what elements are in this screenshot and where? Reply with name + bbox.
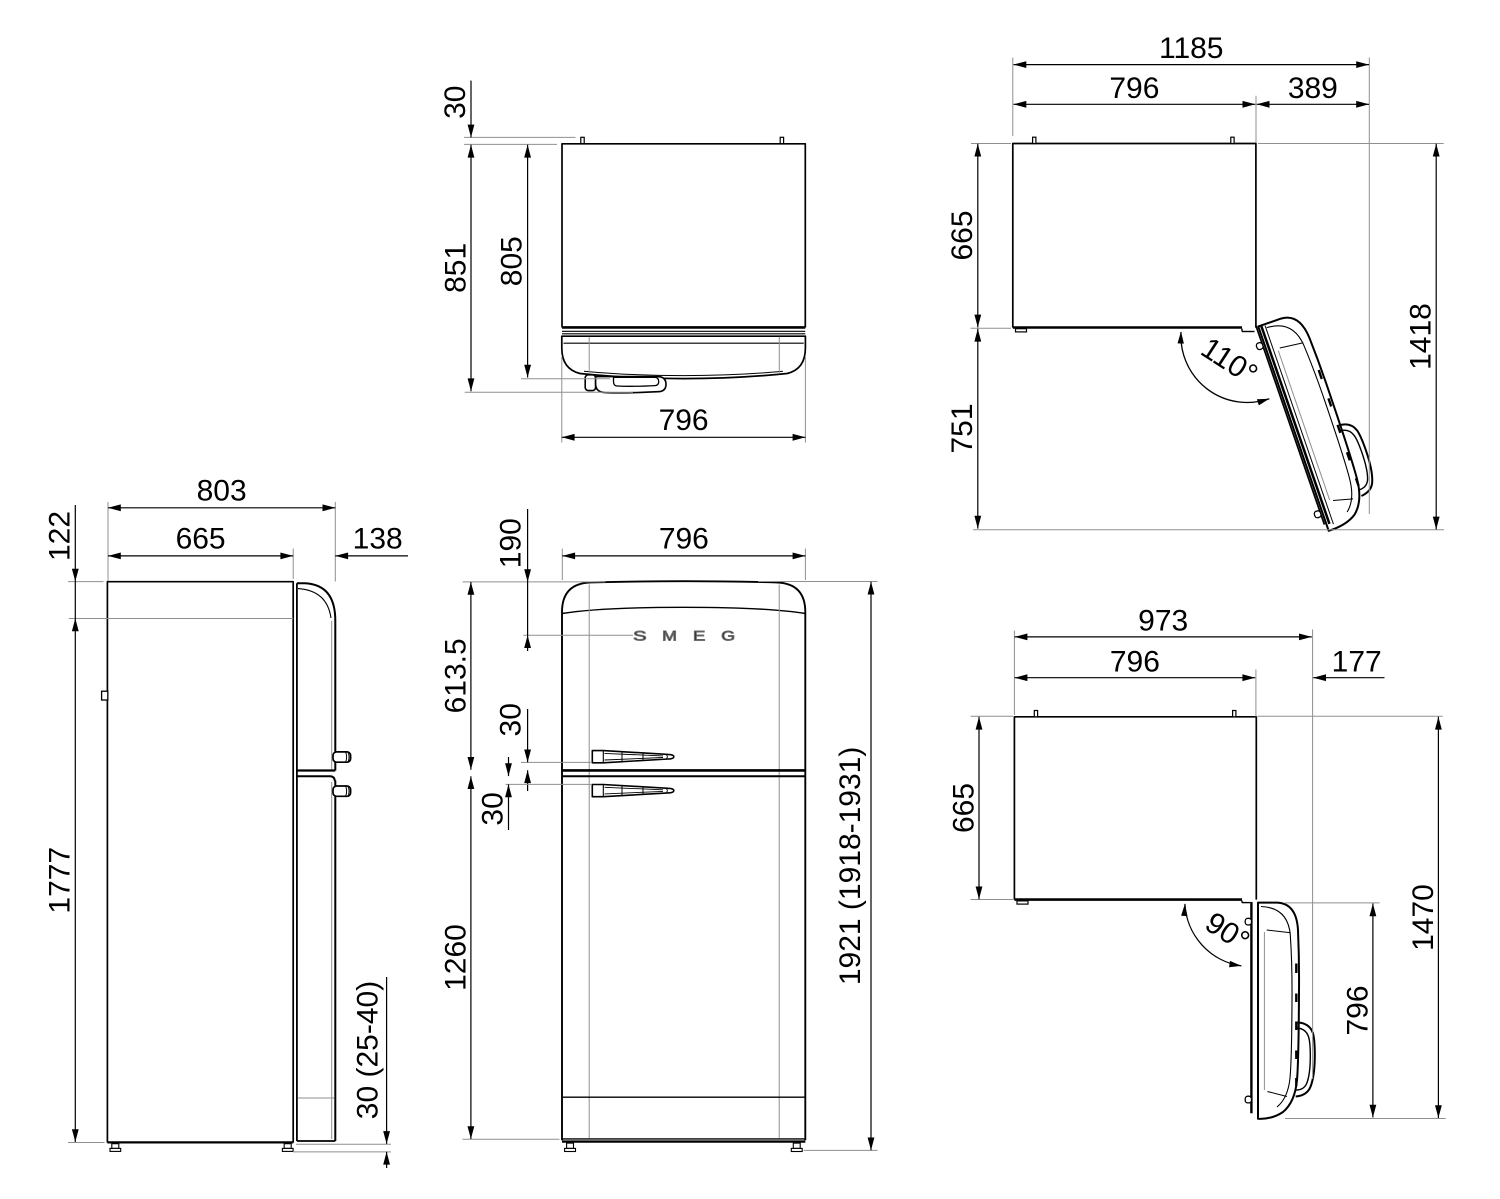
- svg-text:E: E: [693, 628, 705, 644]
- svg-text:M: M: [662, 628, 677, 644]
- svg-text:796: 796: [659, 522, 709, 555]
- svg-text:805: 805: [496, 236, 529, 286]
- svg-text:30 (25-40): 30 (25-40): [351, 981, 384, 1119]
- svg-text:665: 665: [176, 522, 226, 555]
- svg-text:S: S: [633, 628, 646, 644]
- svg-text:30: 30: [439, 86, 472, 119]
- svg-text:1185: 1185: [1159, 32, 1224, 65]
- svg-text:1777: 1777: [44, 847, 77, 914]
- svg-text:796: 796: [659, 404, 709, 437]
- svg-text:613.5: 613.5: [439, 638, 472, 713]
- svg-text:1470: 1470: [1407, 884, 1440, 951]
- svg-text:751: 751: [946, 403, 979, 453]
- svg-text:177: 177: [1332, 645, 1382, 678]
- svg-text:851: 851: [440, 243, 473, 293]
- svg-text:138: 138: [353, 522, 403, 555]
- svg-text:796: 796: [1110, 645, 1160, 678]
- svg-text:122: 122: [43, 511, 76, 561]
- svg-text:796: 796: [1109, 72, 1159, 105]
- svg-text:973: 973: [1138, 604, 1188, 637]
- svg-text:190: 190: [494, 518, 527, 568]
- svg-text:1260: 1260: [439, 924, 472, 991]
- svg-text:803: 803: [197, 474, 247, 507]
- svg-text:796: 796: [1341, 985, 1374, 1035]
- svg-text:665: 665: [946, 210, 979, 260]
- svg-text:30: 30: [494, 703, 527, 736]
- svg-text:G: G: [721, 628, 735, 644]
- svg-text:30: 30: [477, 792, 510, 825]
- svg-text:1921 (1918-1931): 1921 (1918-1931): [834, 747, 867, 986]
- svg-text:1418: 1418: [1405, 303, 1438, 370]
- svg-text:665: 665: [947, 783, 980, 833]
- svg-text:389: 389: [1288, 72, 1338, 105]
